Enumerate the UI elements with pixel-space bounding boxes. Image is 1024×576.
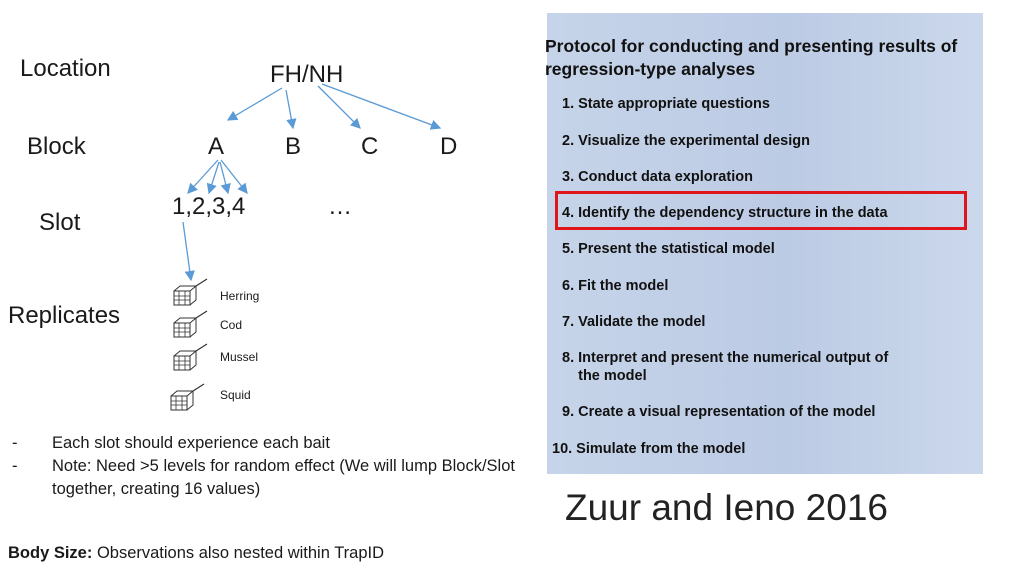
- note-item: - Each slot should experience each bait: [12, 432, 522, 455]
- bait-label-herring: Herring: [220, 289, 260, 303]
- level-label-replicates: Replicates: [8, 302, 121, 329]
- note-text: Note: Need >5 levels for random effect (…: [52, 457, 515, 498]
- citation: Zuur and Ieno 2016: [565, 487, 888, 528]
- node-block-c: C: [361, 133, 379, 160]
- arrow-a-to-slot4: [220, 159, 248, 195]
- arrow-root-to-c: [317, 85, 361, 129]
- level-label-block: Block: [27, 133, 86, 160]
- design-tree-arrows: [170, 83, 442, 411]
- protocol-step-10: 10. Simulate from the model: [552, 441, 746, 457]
- protocol-step-1: 1. State appropriate questions: [562, 96, 770, 112]
- protocol-step-2: 2. Visualize the experimental design: [562, 133, 810, 149]
- protocol-panel: Protocol for conducting and presenting r…: [545, 13, 983, 474]
- protocol-step-5: 5. Present the statistical model: [562, 241, 775, 257]
- notes-list: - Each slot should experience each bait …: [12, 432, 522, 501]
- protocol-step-9: 9. Create a visual representation of the…: [562, 404, 876, 420]
- note-dash: -: [12, 457, 18, 475]
- trap-icon-cod: [173, 310, 208, 338]
- bait-label-squid: Squid: [220, 388, 251, 402]
- level-label-location: Location: [20, 55, 111, 82]
- trap-icon-squid: [170, 383, 205, 411]
- protocol-step-6: 6. Fit the model: [562, 278, 669, 294]
- arrow-slot-to-replicates: [182, 221, 195, 282]
- protocol-step-4: 4. Identify the dependency structure in …: [562, 205, 888, 221]
- bait-label-cod: Cod: [220, 318, 243, 332]
- node-block-d: D: [440, 133, 458, 160]
- arrow-a-to-slot1: [187, 159, 219, 194]
- node-ellipsis: …: [328, 193, 352, 220]
- node-block-b: B: [285, 133, 302, 160]
- protocol-step-3: 3. Conduct data exploration: [562, 169, 753, 185]
- body-size-label: Body Size:: [8, 544, 93, 562]
- step-4-highlight-box: [555, 191, 967, 230]
- note-text: Each slot should experience each bait: [52, 434, 330, 452]
- level-label-slot: Slot: [39, 209, 81, 236]
- protocol-title: Protocol for conducting and presenting r…: [545, 36, 958, 79]
- arrow-a-to-slot3: [219, 161, 231, 195]
- trap-icon-herring: [173, 278, 208, 306]
- body-size-text: Observations also nested within TrapID: [92, 544, 385, 562]
- body-size-note: Body Size: Observations also nested with…: [8, 544, 384, 563]
- protocol-step-7: 7. Validate the model: [562, 314, 706, 330]
- trap-icon-mussel: [173, 343, 208, 371]
- note-dash: -: [12, 434, 18, 452]
- arrow-root-to-b: [285, 89, 297, 130]
- node-root: FH/NH: [270, 61, 344, 88]
- bait-label-mussel: Mussel: [220, 350, 259, 364]
- note-item: - Note: Need >5 levels for random effect…: [12, 455, 522, 501]
- protocol-step-8: 8. Interpret and present the numerical o…: [562, 350, 889, 384]
- arrow-a-to-slot2: [206, 161, 220, 195]
- node-block-a: A: [208, 133, 225, 160]
- arrow-root-to-d: [321, 83, 442, 130]
- arrow-root-to-a: [226, 87, 283, 121]
- node-slots: 1,2,3,4: [172, 193, 246, 220]
